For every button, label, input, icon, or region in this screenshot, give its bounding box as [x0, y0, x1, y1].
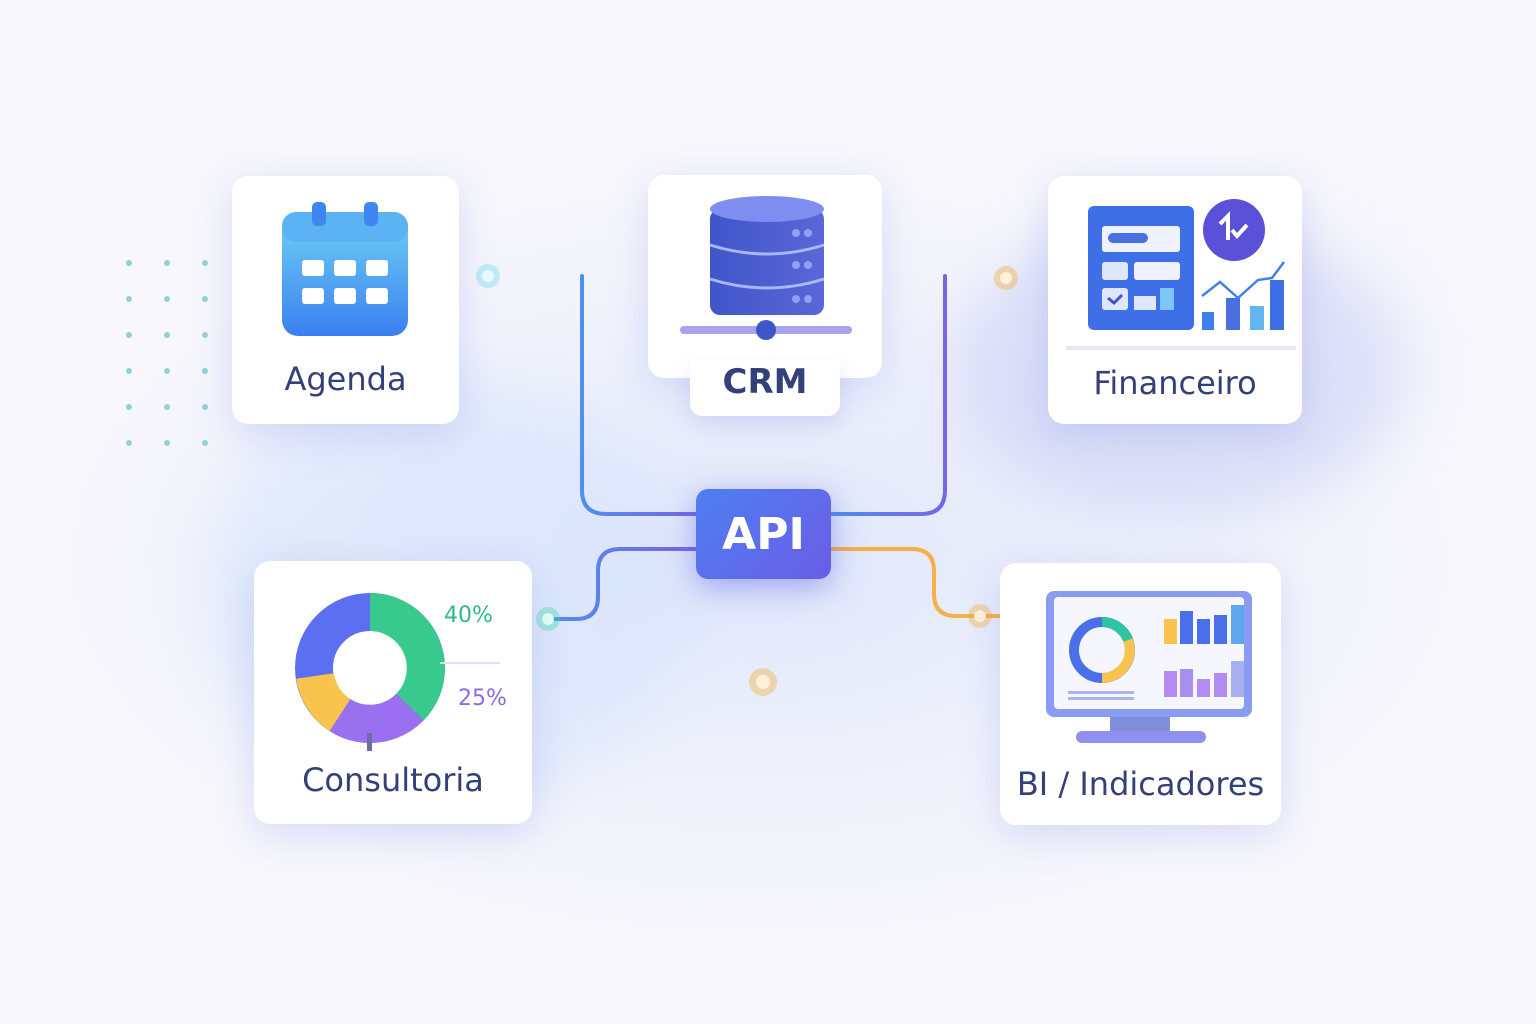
node-agenda[interactable]: Agenda [232, 176, 459, 424]
glow-dots [476, 264, 1018, 696]
node-crm[interactable] [648, 175, 882, 378]
decorative-dot-grid [126, 260, 240, 446]
finance-dashboard-icon [1088, 199, 1285, 330]
calendar-icon [282, 202, 408, 336]
node-label: CRM [722, 362, 808, 402]
node-label: Consultoria [302, 761, 484, 799]
monitor-dashboard-icon [1046, 591, 1252, 743]
donut-chart-icon [295, 593, 500, 751]
node-label: Financeiro [1093, 364, 1257, 402]
database-icon [680, 196, 852, 340]
line-agenda-api [580, 274, 698, 516]
node-bi[interactable]: BI / Indicadores [1000, 563, 1281, 825]
line-api-consultoria [546, 547, 698, 621]
node-label: Agenda [284, 360, 407, 398]
node-consultoria[interactable]: 40% 25% Consultoria [254, 561, 532, 824]
api-hub[interactable]: API [696, 489, 831, 579]
node-financeiro[interactable]: Financeiro [1048, 176, 1302, 424]
node-label: BI / Indicadores [1016, 765, 1265, 803]
divider [1066, 346, 1296, 350]
line-financeiro-api [829, 274, 947, 516]
percent-label-25: 25% [458, 686, 507, 711]
crm-label-tab: CRM [690, 360, 840, 416]
percent-label-40: 40% [444, 603, 493, 628]
line-api-bi [829, 547, 1002, 618]
node-label: API [722, 508, 805, 560]
